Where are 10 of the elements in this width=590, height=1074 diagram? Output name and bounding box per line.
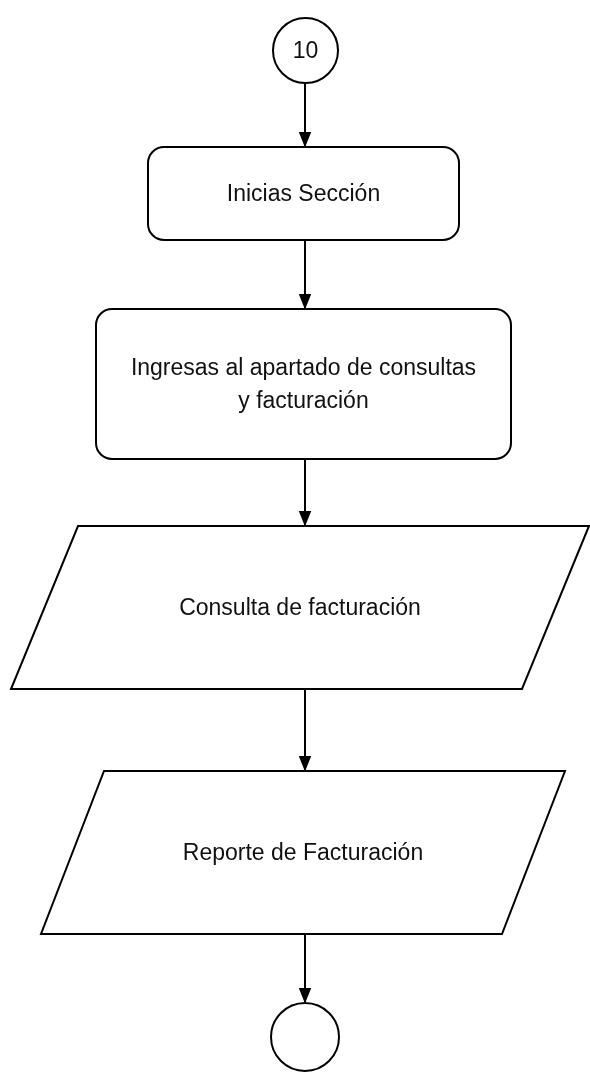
step-text: Inicias Sección <box>226 178 381 208</box>
arrow <box>298 459 312 527</box>
arrow <box>298 689 312 772</box>
step-text: Consulta de facturación <box>179 592 421 622</box>
step-text: Ingresas al apartado de consultas y facturación <box>129 352 478 415</box>
step-text: Reporte de Facturación <box>182 837 424 867</box>
arrow <box>298 83 312 148</box>
arrow <box>298 934 312 1004</box>
step-text: 10 <box>292 35 319 65</box>
arrow <box>298 240 312 310</box>
